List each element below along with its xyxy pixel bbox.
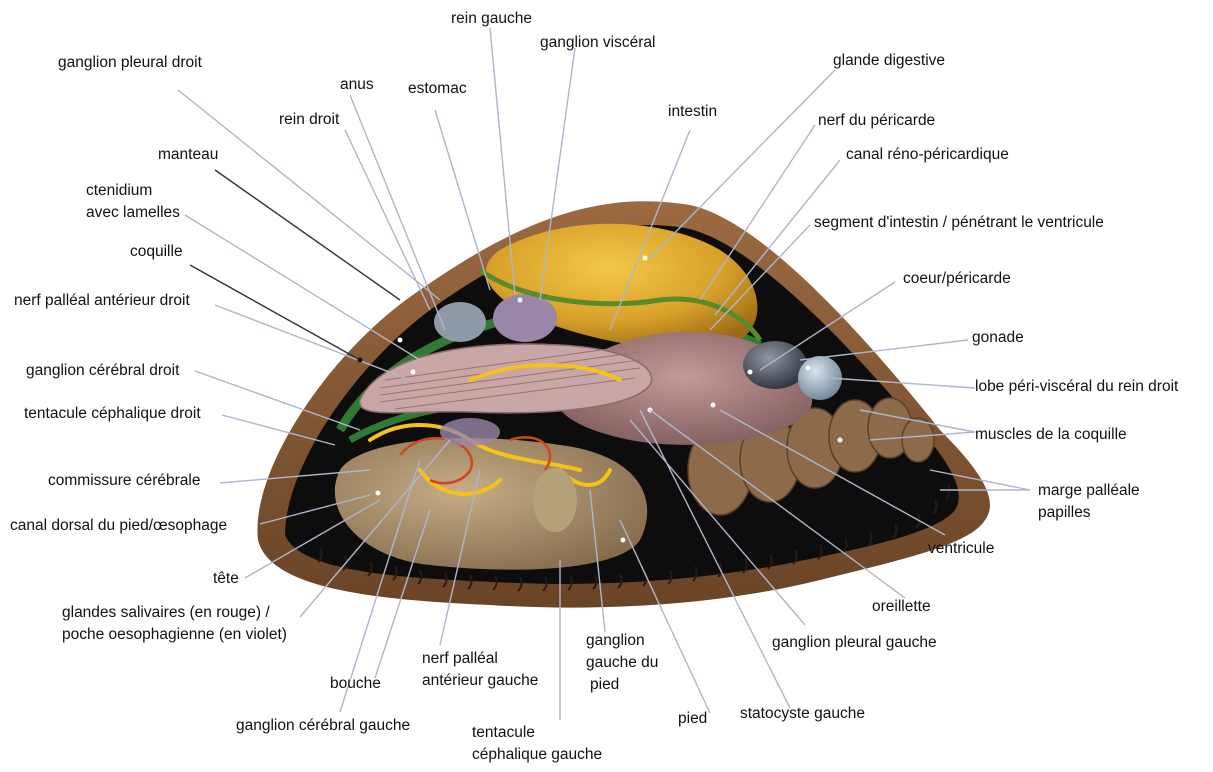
label-nerf-palleal-gauche: nerf palléal antérieur gauche <box>422 648 538 692</box>
label-glandes-line1: glandes salivaires (en rouge) / <box>62 602 287 624</box>
label-ganglion-cerebral-droit: ganglion cérébral droit <box>26 362 179 380</box>
label-ganglion-visceral: ganglion viscéral <box>540 34 655 52</box>
label-glandes: glandes salivaires (en rouge) / poche oe… <box>62 602 287 646</box>
label-nerf-palleal-droit: nerf palléal antérieur droit <box>14 292 190 310</box>
head-tentacle <box>533 468 577 532</box>
label-ctenidium-line2: avec lamelles <box>86 202 180 224</box>
foot <box>335 438 647 570</box>
label-rein-gauche: rein gauche <box>451 10 532 28</box>
label-ggp-line3: pied <box>586 674 658 696</box>
stomach <box>493 294 557 342</box>
label-intestin: intestin <box>668 103 717 121</box>
gonad <box>743 341 807 389</box>
label-coquille: coquille <box>130 243 183 261</box>
leader-coquille <box>190 265 360 360</box>
label-glandes-line2: poche oesophagienne (en violet) <box>62 624 287 646</box>
label-npg-line2: antérieur gauche <box>422 670 538 692</box>
label-ganglion-pleural-gauche: ganglion pleural gauche <box>772 634 937 652</box>
label-bouche: bouche <box>330 675 381 693</box>
label-segment-intestin: segment d'intestin / pénétrant le ventri… <box>814 214 1104 232</box>
label-canal-reno: canal réno-péricardique <box>846 146 1009 164</box>
label-rein-droit: rein droit <box>279 111 339 129</box>
label-commissure: commissure cérébrale <box>48 472 200 490</box>
label-ctenidium: ctenidium avec lamelles <box>86 180 180 224</box>
label-manteau: manteau <box>158 146 218 164</box>
label-tg-line2: céphalique gauche <box>472 744 602 766</box>
label-ggp-line1: ganglion <box>586 630 658 652</box>
label-estomac: estomac <box>408 80 467 98</box>
label-ctenidium-line1: ctenidium <box>86 180 180 202</box>
label-tentacule-droit: tentacule céphalique droit <box>24 405 201 423</box>
label-statocyste: statocyste gauche <box>740 705 865 723</box>
label-tg-line1: tentacule <box>472 722 602 744</box>
label-ganglion-gauche-pied: ganglion gauche du pied <box>586 630 658 696</box>
label-nerf-pericarde: nerf du péricarde <box>818 112 935 130</box>
label-tete: tête <box>213 570 239 588</box>
label-pied: pied <box>678 710 707 728</box>
label-oreillette: oreillette <box>872 598 931 616</box>
label-muscles: muscles de la coquille <box>975 426 1127 444</box>
label-tentacule-gauche: tentacule céphalique gauche <box>472 722 602 766</box>
label-coeur: coeur/péricarde <box>903 270 1011 288</box>
label-ganglion-pleural-droit: ganglion pleural droit <box>58 54 202 72</box>
label-ganglion-cerebral-gauche: ganglion cérébral gauche <box>236 717 410 735</box>
label-marge-line1: marge palléale <box>1038 480 1140 502</box>
label-glande-digestive: glande digestive <box>833 52 945 70</box>
label-ventricule: ventricule <box>928 540 994 558</box>
label-ggp-line2: gauche du <box>586 652 658 674</box>
label-canal-dorsal: canal dorsal du pied/œsophage <box>10 517 227 535</box>
label-npg-line1: nerf palléal <box>422 648 538 670</box>
label-marge: marge palléale papilles <box>1038 480 1140 524</box>
label-lobe-peri: lobe péri-viscéral du rein droit <box>975 378 1178 396</box>
label-gonade: gonade <box>972 329 1024 347</box>
label-marge-line2: papilles <box>1038 502 1140 524</box>
label-anus: anus <box>340 76 374 94</box>
leader-manteau <box>215 170 400 300</box>
